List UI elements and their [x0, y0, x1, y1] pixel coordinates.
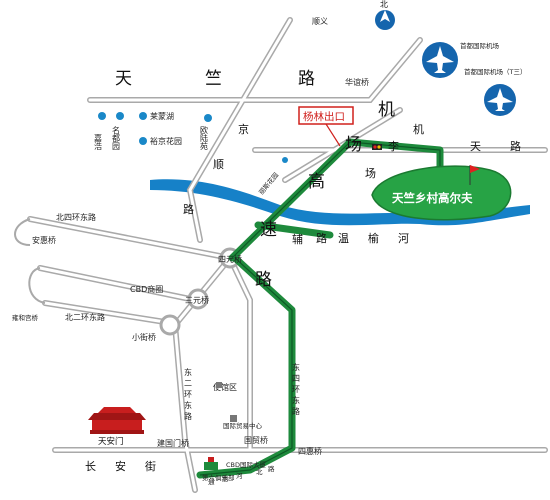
- east-2nd-ring-1: 东: [184, 367, 192, 377]
- wenyu-label-3: 河: [398, 232, 409, 245]
- map-marker-icon: [204, 114, 212, 122]
- north-label: 北: [380, 0, 388, 9]
- guomao-label: 国贸桥: [244, 435, 268, 445]
- sanyuan-roundabout: [187, 288, 209, 310]
- embassy-label: 使馆区: [213, 382, 237, 392]
- map-marker-icon: [139, 137, 147, 145]
- tonghui-2: 惠: [222, 474, 229, 483]
- wenyu-label-1: 温: [338, 232, 349, 245]
- sihui-label: 四惠桥: [298, 446, 322, 456]
- yonghegong-label: 雍和宫桥: [12, 313, 39, 322]
- expressway-label-4: 速: [260, 220, 277, 240]
- expressway-label-1: 机: [378, 100, 395, 120]
- tianzhu-road: [87, 37, 423, 103]
- capital-airport-label: 首都国际机场: [460, 41, 500, 50]
- xiaojie-label: 小街桥: [132, 332, 156, 342]
- tianzhu-label-3: 路: [298, 69, 315, 89]
- north-4th-ring-label: 北四环东路: [56, 212, 96, 222]
- changan-label-1: 长: [85, 460, 96, 473]
- map-marker-icon: [98, 112, 106, 120]
- aux-label-2: 场: [365, 166, 376, 180]
- east-4th-ring-5: 路: [292, 406, 300, 416]
- lijitian-label-2: 天: [470, 140, 481, 153]
- sanyuan-label: 三元桥: [185, 295, 209, 305]
- yanglin-exit-label: 杨林出口: [303, 110, 345, 123]
- tiananmen-icon: [88, 407, 146, 434]
- aux-label-3: 辅: [292, 232, 303, 246]
- tonghui-5: 路: [268, 464, 275, 473]
- airplane-icon: [422, 42, 458, 78]
- wenyu-label-2: 榆: [368, 231, 379, 245]
- map-marker-icon: [116, 112, 124, 120]
- airplane-icon: [484, 84, 516, 116]
- expressway-label-2: 场: [345, 135, 362, 155]
- east-4th-ring-1: 东: [292, 362, 300, 372]
- aux-label-4: 路: [316, 232, 327, 245]
- lijitian-label-3: 路: [510, 140, 521, 153]
- jingshun-label-2: 顺: [213, 158, 224, 171]
- xiaojie-roundabout: [159, 314, 181, 336]
- changan-label-2: 安: [115, 459, 126, 473]
- cwtc-label: 国际贸易中心: [223, 421, 263, 430]
- golf-course: [371, 165, 512, 221]
- tonghui-3: 河: [236, 472, 243, 480]
- t3-airport-label: 首都国际机场（T三）: [464, 67, 526, 76]
- traffic-light-icon: [372, 144, 382, 150]
- expressway-label-3: 高: [308, 172, 325, 192]
- aux-label-1: 机: [413, 122, 424, 136]
- golf-flag-icon: [469, 165, 480, 185]
- east-4th-ring-4: 东: [292, 395, 300, 405]
- tonghui-1: 通: [208, 477, 215, 486]
- yanglin-exit-callout: 杨林出口: [298, 106, 354, 147]
- cbd-area-label: CBD商圈: [130, 284, 163, 294]
- anhui-bridge-label: 安惠桥: [32, 235, 56, 245]
- east-4th-ring-3: 环: [292, 385, 300, 394]
- east-2nd-ring-5: 路: [184, 411, 192, 421]
- yujing-label: 裕京花园: [150, 136, 182, 146]
- mingdu-label: 名都园: [112, 125, 121, 151]
- east-2nd-ring-4: 东: [184, 400, 192, 410]
- siyuan-label: 四元桥: [218, 254, 242, 264]
- huayi-bridge-label: 华谊桥: [345, 77, 369, 87]
- north-2nd-ring-label: 北二环东路: [65, 312, 105, 322]
- cbd-club-label: 第六俱乐部: [202, 473, 235, 482]
- map-marker-icon: [282, 157, 288, 163]
- cwtc-icon: [230, 415, 237, 422]
- tianzhu-label-1: 天: [115, 69, 132, 89]
- cbd-club-icon: [204, 457, 218, 470]
- changan-label-3: 街: [145, 459, 156, 473]
- jiahao-label: 嘉浩: [94, 133, 103, 151]
- tiananmen-label: 天安门: [98, 436, 124, 447]
- jingshun-label-1: 京: [238, 122, 249, 136]
- laimeng-label: 莱蒙湖: [150, 111, 174, 121]
- tonghui-4: 北: [256, 468, 263, 476]
- route-fuhu: [254, 221, 334, 239]
- east-2nd-ring-2: 二: [184, 379, 192, 388]
- east-4th-ring-2: 四: [292, 374, 300, 383]
- lisi-garden-label: 丽斯花园: [257, 171, 281, 197]
- map-marker-icon: [139, 112, 147, 120]
- oulu-label: 欧陆苑: [200, 125, 209, 151]
- jingshun-label-3: 路: [183, 203, 194, 216]
- tianzhu-label-2: 竺: [205, 69, 222, 89]
- north-arrow-icon: 北: [375, 0, 395, 30]
- cbd-intl-label: CBD国际大厦: [226, 460, 267, 469]
- embassy-icon: [216, 382, 222, 388]
- east-2nd-ring-3: 环: [184, 390, 192, 399]
- wenyu-river: [150, 179, 530, 226]
- jianguomen-label: 建国门桥: [157, 438, 189, 448]
- expressway-label-5: 路: [255, 270, 272, 290]
- shunyi-label: 顺义: [312, 17, 328, 26]
- golf-label: 天竺乡村高尔夫: [392, 191, 473, 205]
- lijitian-label-1: 李: [388, 139, 399, 153]
